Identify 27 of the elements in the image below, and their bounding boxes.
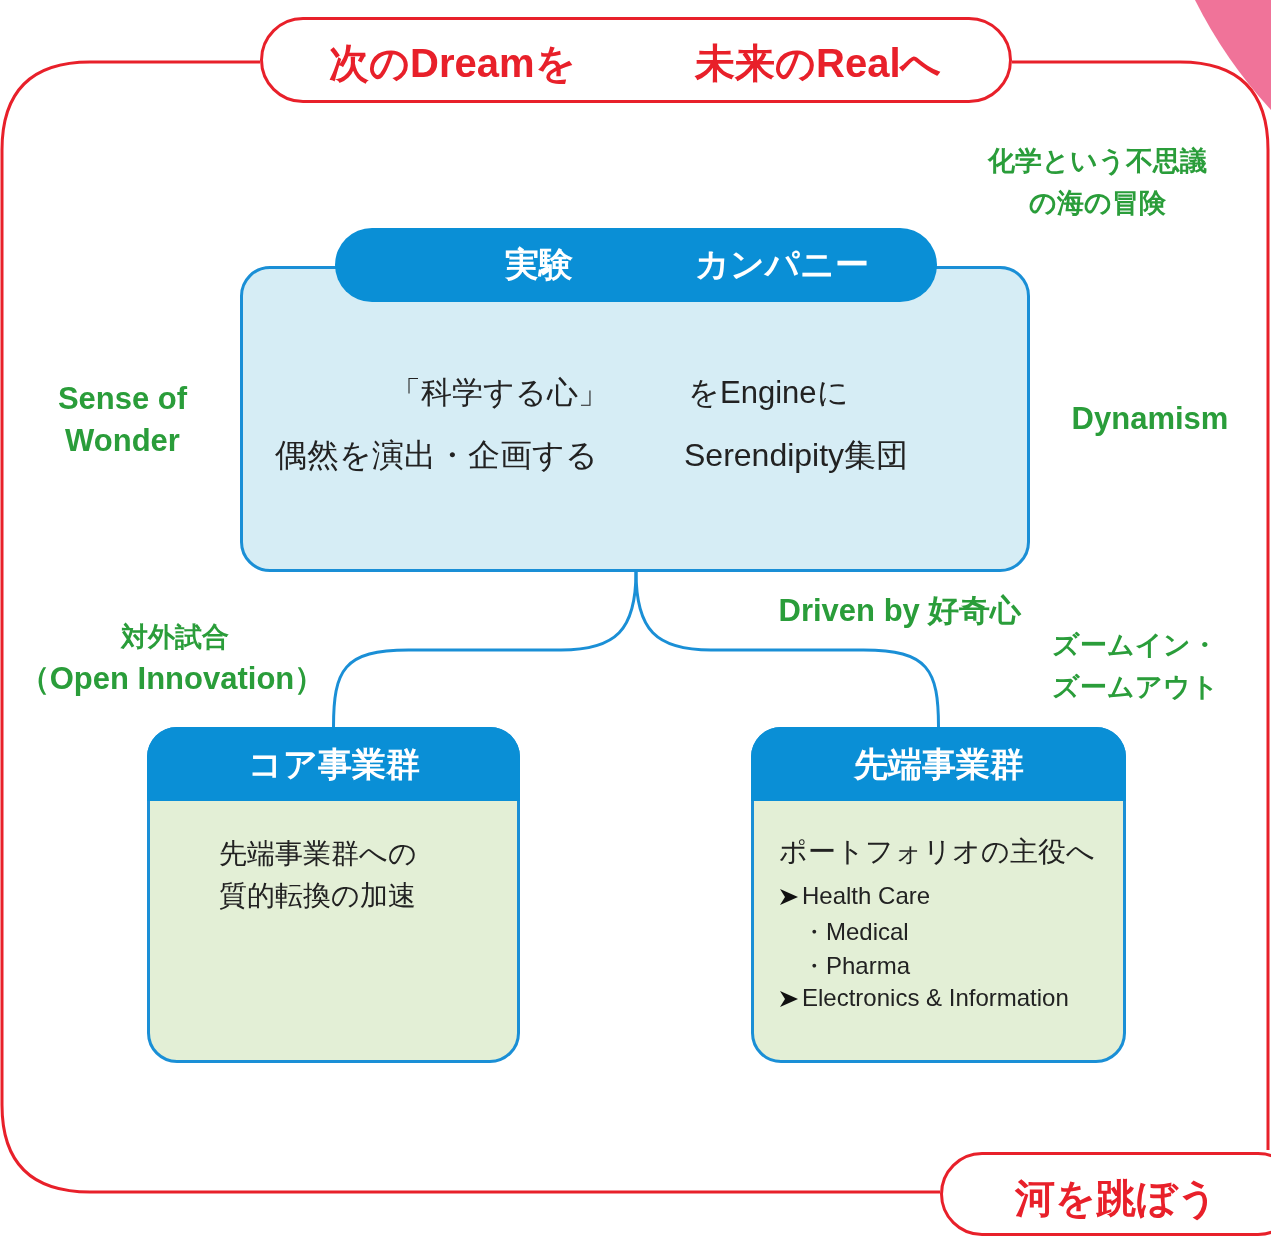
side-label: Driven by 好奇心 bbox=[777, 592, 1023, 630]
motto-pill bbox=[940, 1152, 1271, 1236]
header-text: カンパニー bbox=[695, 244, 869, 285]
pill-text: 次のDreamを bbox=[329, 40, 576, 87]
connector-line bbox=[332, 571, 638, 728]
box-text: Serendipity集団 bbox=[684, 436, 909, 475]
connector-line bbox=[634, 571, 940, 728]
box-text: ポートフォリオの主役へ bbox=[779, 835, 1095, 869]
header-bar: 先端事業群 bbox=[751, 727, 1126, 801]
list-item: ・Medical bbox=[802, 917, 909, 947]
box-text: 「科学する心」 bbox=[390, 374, 609, 412]
list-item: Health Care bbox=[802, 882, 931, 910]
pill-text: 河を跳ぼう bbox=[1015, 1175, 1218, 1222]
pill-text: 未来のRealへ bbox=[695, 40, 942, 87]
box-text: 先端事業群への質的転換の加速 bbox=[219, 837, 418, 913]
side-label: （Open Innovation） bbox=[17, 660, 327, 698]
side-label: ズームイン・ズームアウト bbox=[1050, 629, 1220, 704]
header-bar: コア事業群 bbox=[147, 727, 520, 801]
box-text: 偶然を演出・企画する bbox=[275, 436, 598, 475]
side-label: 化学という不思議の海の冒険 bbox=[986, 145, 1208, 220]
side-label: Sense of Wonder bbox=[56, 380, 189, 460]
box-text: をEngineに bbox=[688, 374, 849, 412]
list-item: Electronics & Information bbox=[802, 984, 1069, 1012]
header-text: 実験 bbox=[505, 244, 573, 285]
side-label: 対外試合 bbox=[119, 621, 230, 654]
list-item: ・Pharma bbox=[802, 951, 911, 981]
side-label: Dynamism bbox=[1070, 400, 1230, 438]
